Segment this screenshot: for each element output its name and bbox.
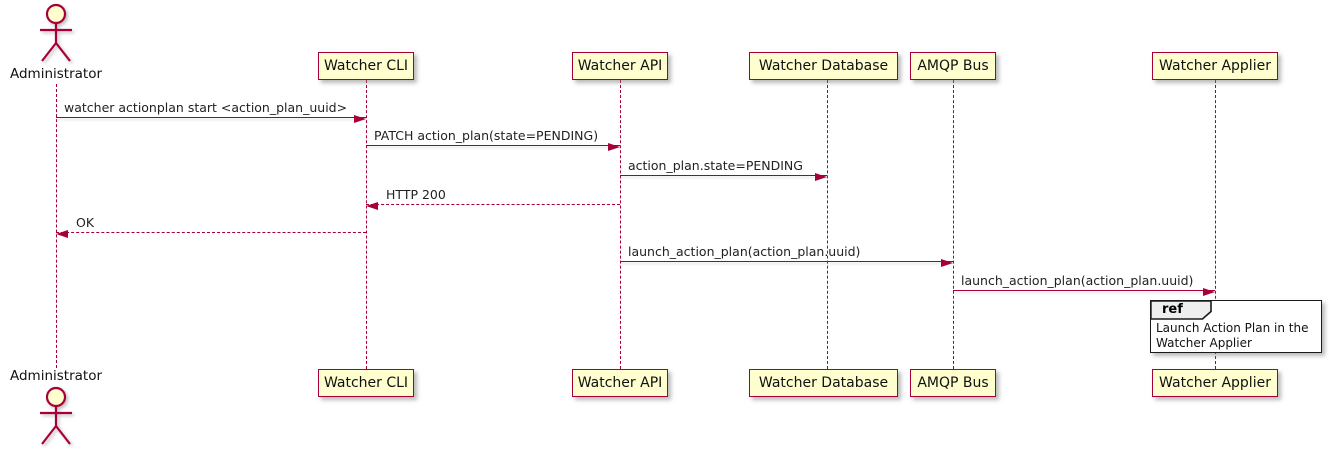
message-arrow: [366, 145, 620, 146]
participant-amqp-bus-top: AMQP Bus: [910, 52, 996, 80]
participant-watcher-applier-top: Watcher Applier: [1152, 52, 1278, 80]
lifeline-amqp-bus: [953, 80, 954, 369]
participant-label: Watcher Applier: [1159, 58, 1271, 74]
message-7: launch_action_plan(action_plan.uuid): [953, 270, 1215, 296]
message-label: action_plan.state=PENDING: [628, 158, 803, 173]
arrowhead-icon: [1203, 288, 1215, 296]
participant-label: Watcher API: [577, 375, 663, 391]
arrowhead-icon: [354, 115, 366, 123]
actor-label-top: Administrator: [9, 66, 103, 82]
message-6: launch_action_plan(action_plan.uuid): [620, 241, 953, 267]
message-arrow: [620, 261, 953, 262]
participant-label: Watcher CLI: [323, 58, 409, 74]
message-arrow: [56, 117, 366, 118]
message-label: watcher actionplan start <action_plan_uu…: [64, 100, 348, 115]
participant-watcher-database-bottom: Watcher Database: [749, 369, 898, 397]
ref-header-pentagon-icon: [1150, 300, 1212, 320]
actor-icon: [40, 3, 72, 62]
lifeline-watcher-cli: [366, 80, 367, 369]
message-label: launch_action_plan(action_plan.uuid): [961, 273, 1194, 288]
arrowhead-icon: [608, 143, 620, 151]
participant-amqp-bus-bottom: AMQP Bus: [910, 369, 996, 397]
message-arrow: [366, 204, 620, 205]
ref-fragment: ref Launch Action Plan in the Watcher Ap…: [1150, 300, 1322, 353]
participant-label: Watcher CLI: [323, 375, 409, 391]
ref-text-line2: Watcher Applier: [1156, 336, 1252, 350]
message-label: PATCH action_plan(state=PENDING): [374, 128, 599, 143]
ref-text-line1: Launch Action Plan in the: [1156, 321, 1309, 335]
ref-text: Launch Action Plan in the Watcher Applie…: [1156, 321, 1319, 351]
message-3: action_plan.state=PENDING: [620, 155, 827, 181]
participant-watcher-api-bottom: Watcher API: [572, 369, 668, 397]
participant-label: Watcher Applier: [1159, 375, 1271, 391]
actor-icon: [40, 386, 72, 445]
message-2: PATCH action_plan(state=PENDING): [366, 125, 620, 151]
message-label: launch_action_plan(action_plan.uuid): [628, 244, 861, 259]
participant-label: AMQP Bus: [917, 58, 989, 74]
arrowhead-icon: [815, 173, 827, 181]
participant-label: Watcher Database: [758, 375, 889, 391]
lifeline-administrator: [56, 84, 57, 368]
message-1: watcher actionplan start <action_plan_uu…: [56, 97, 366, 123]
message-arrow: [620, 175, 827, 176]
arrowhead-icon: [941, 259, 953, 267]
participant-label: Watcher Database: [758, 58, 889, 74]
participant-label: Watcher API: [577, 58, 663, 74]
participant-label: AMQP Bus: [917, 375, 989, 391]
message-4: HTTP 200: [366, 184, 620, 210]
message-label: HTTP 200: [386, 187, 446, 202]
arrowhead-icon: [56, 230, 68, 238]
participant-watcher-cli-bottom: Watcher CLI: [318, 369, 414, 397]
participant-watcher-api-top: Watcher API: [572, 52, 668, 80]
message-label: OK: [76, 215, 95, 230]
participant-watcher-cli-top: Watcher CLI: [318, 52, 414, 80]
participant-watcher-database-top: Watcher Database: [749, 52, 898, 80]
arrowhead-icon: [366, 202, 378, 210]
message-5: OK: [56, 212, 366, 238]
message-arrow: [56, 232, 366, 233]
actor-label-bottom: Administrator: [9, 368, 103, 384]
message-arrow: [953, 290, 1215, 291]
participant-watcher-applier-bottom: Watcher Applier: [1152, 369, 1278, 397]
lifeline-watcher-api: [620, 80, 621, 369]
lifeline-watcher-database: [827, 80, 828, 369]
lifeline-watcher-applier: [1215, 80, 1216, 369]
ref-keyword: ref: [1162, 302, 1183, 317]
